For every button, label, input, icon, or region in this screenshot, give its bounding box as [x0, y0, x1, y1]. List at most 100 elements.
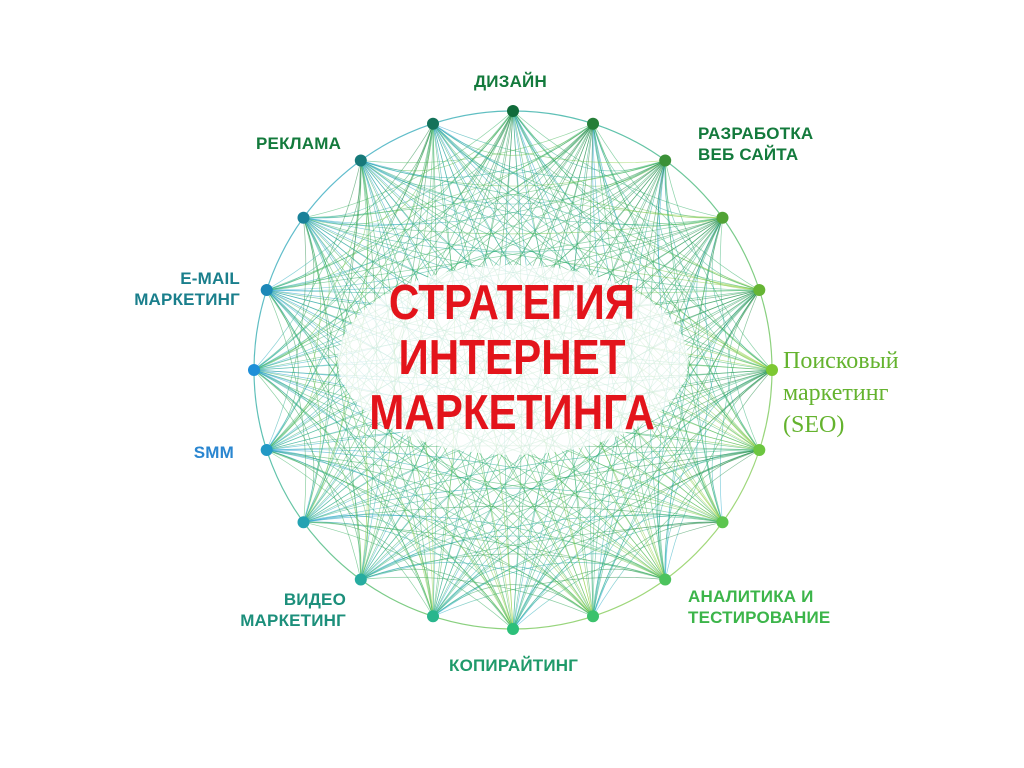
label-design: ДИЗАЙН: [474, 71, 547, 92]
web-node: [659, 154, 672, 167]
web-chord: [266, 110, 514, 291]
web-chord: [253, 369, 594, 617]
web-chord: [266, 289, 307, 523]
web-chord: [719, 289, 760, 523]
web-chord: [266, 449, 434, 617]
web-chord: [360, 449, 760, 580]
web-chord: [719, 217, 760, 451]
web-chord: [360, 160, 760, 291]
web-chord: [266, 449, 594, 617]
web-chord: [657, 160, 760, 451]
web-chord: [592, 369, 773, 617]
label-video: ВИДЕО МАРКЕТИНГ: [240, 589, 346, 631]
web-node: [354, 573, 367, 586]
web-chord: [266, 160, 369, 451]
center-title-line-3: МАРКЕТИНГА: [369, 386, 655, 440]
web-node: [716, 516, 729, 529]
web-chords: [253, 110, 773, 630]
web-node: [766, 364, 778, 376]
web-chord: [266, 449, 514, 630]
web-chord: [303, 160, 666, 219]
web-chord: [266, 289, 434, 617]
web-chord: [303, 123, 434, 226]
web-chord: [266, 123, 434, 451]
web-node: [427, 117, 439, 130]
web-node: [587, 117, 599, 130]
web-chord: [657, 289, 760, 580]
title-glow: [338, 265, 688, 455]
web-chord: [303, 521, 666, 580]
web-chord: [360, 160, 666, 205]
label-seo: Поисковый маркетинг (SEO): [783, 345, 899, 441]
web-chord: [360, 123, 594, 164]
web-node: [507, 623, 519, 635]
web-chord: [266, 160, 362, 291]
web-node: [260, 284, 273, 296]
web-chord: [664, 369, 773, 580]
web-chord: [266, 217, 307, 451]
web-node: [587, 610, 599, 623]
web-chord: [266, 123, 434, 291]
web-chord: [432, 123, 760, 291]
web-chord: [432, 123, 760, 291]
web-chord: [253, 160, 362, 371]
web-chord: [253, 369, 514, 630]
label-smm: SMM: [194, 442, 234, 463]
label-seo-line-1: Поисковый: [783, 348, 899, 374]
web-chord: [253, 369, 434, 617]
web-chord: [432, 123, 773, 371]
web-chord: [303, 521, 514, 630]
web-chord: [592, 289, 760, 617]
web-node: [248, 364, 260, 376]
center-title-line-2: ИНТЕРНЕТ: [398, 331, 626, 385]
web-chord: [303, 449, 760, 523]
label-analytics: АНАЛИТИКА И ТЕСТИРОВАНИЕ: [688, 586, 830, 628]
web-nodes: [248, 105, 778, 635]
label-ads-line-1: РЕКЛАМА: [256, 134, 342, 153]
web-chord: [266, 123, 434, 451]
web-chord: [303, 217, 723, 253]
web-chord: [512, 110, 760, 291]
web-chord: [360, 160, 723, 219]
label-video-line-1: ВИДЕО: [283, 590, 346, 609]
label-web-dev-line-1: РАЗРАБОТКА: [698, 124, 814, 143]
label-smm-line-1: SMM: [193, 443, 234, 462]
web-node: [297, 211, 310, 224]
label-seo-line-2: маркетинг: [783, 380, 889, 406]
web-chord: [253, 123, 434, 371]
web-node: [659, 573, 672, 586]
web-chord: [432, 514, 723, 617]
label-design-line-1: ДИЗАЙН: [474, 72, 547, 91]
web-node: [354, 154, 367, 167]
label-email-line-1: E-MAIL: [180, 269, 240, 288]
web-chord: [253, 110, 514, 371]
web-chord: [266, 123, 434, 291]
web-chord: [664, 217, 723, 580]
label-web-dev-line-2: ВЕБ САЙТА: [698, 145, 799, 164]
web-chord: [360, 535, 666, 580]
center-title-line-1: СТРАТЕГИЯ: [388, 276, 636, 330]
web-chord: [303, 123, 594, 226]
web-chord: [360, 576, 594, 617]
web-chord: [512, 449, 760, 630]
web-chord: [592, 123, 760, 291]
web-chord: [432, 369, 773, 617]
label-web-dev: РАЗРАБОТКА ВЕБ САЙТА: [698, 123, 813, 165]
label-video-line-2: МАРКЕТИНГ: [240, 611, 346, 630]
web-node: [297, 516, 310, 529]
label-ads: РЕКЛАМА: [256, 133, 341, 154]
web-node: [716, 211, 729, 224]
web-chord: [432, 449, 760, 617]
web-chord: [432, 123, 723, 226]
web-chord: [266, 449, 723, 523]
web-chord: [266, 160, 666, 291]
web-chord: [512, 110, 773, 371]
web-chord: [266, 289, 369, 580]
label-copywriting-line-1: КОПИРАЙТИНГ: [449, 656, 579, 675]
web-chord: [266, 123, 594, 291]
web-chord: [266, 160, 369, 291]
web-chord: [303, 217, 362, 580]
web-chord: [512, 110, 723, 219]
